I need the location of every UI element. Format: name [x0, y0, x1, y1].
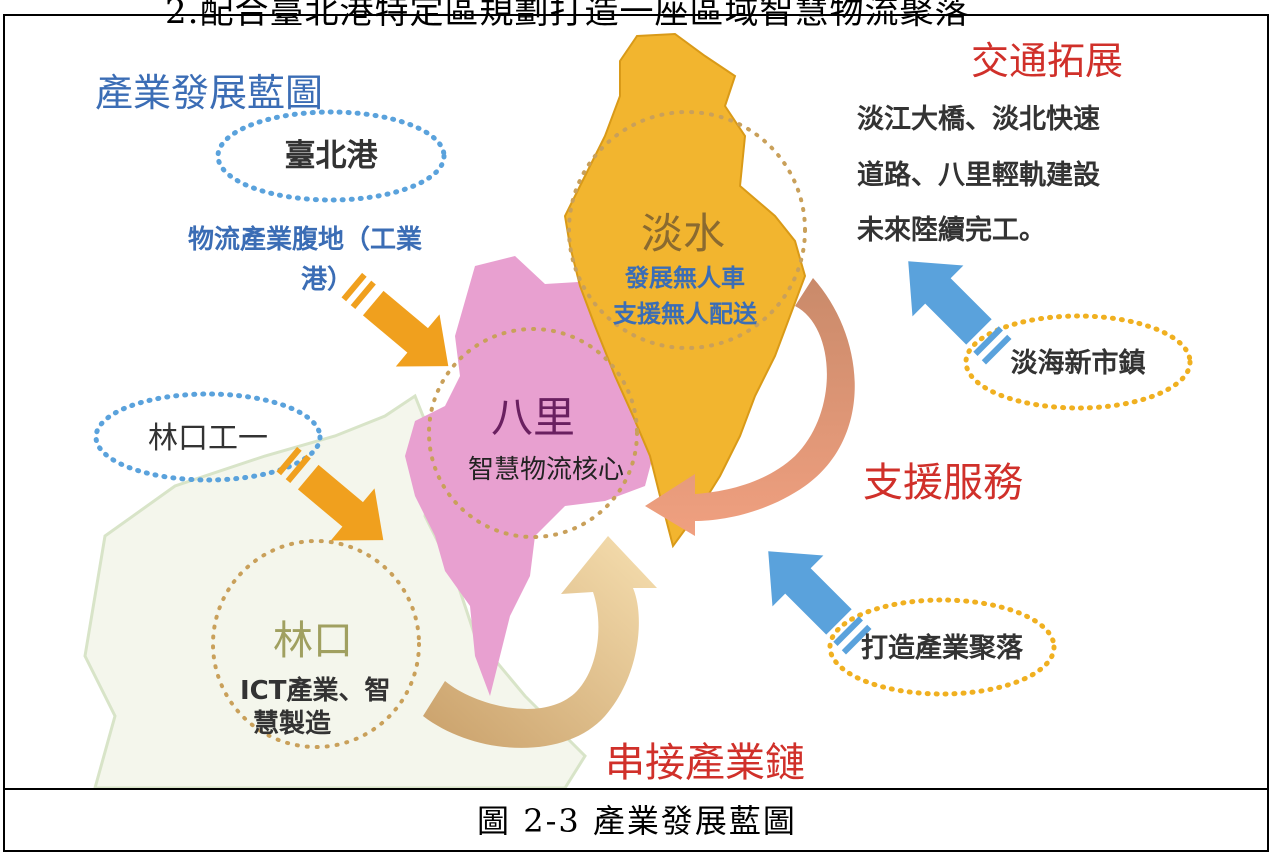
transport-title: 交通拓展	[971, 39, 1123, 83]
page-heading-partial: 2.配合臺北港特定區規劃打造一座區域智慧物流聚落	[165, 0, 970, 32]
tamsui-circle	[567, 110, 807, 350]
diagram-heading: 產業發展藍圖	[95, 71, 323, 115]
transport-line2: 道路、八里輕軌建設	[857, 159, 1101, 191]
linkou-name: 林口	[273, 618, 353, 664]
transport-line3: 未來陸續完工。	[857, 214, 1046, 246]
diagram-canvas: 產業發展藍圖 臺北港 物流產業腹地（工業 港） 林口工一 淡水 發展無人車 支援…	[5, 16, 1267, 790]
support-arrow	[645, 278, 855, 536]
linkou-zone-label: 林口工一	[148, 421, 268, 456]
port-oval	[215, 109, 447, 203]
linkou-circle	[211, 539, 421, 749]
figure-caption: 圖 2-3 產業發展藍圖	[477, 802, 797, 840]
support-label: 支援服務	[863, 460, 1023, 506]
transport-arrow	[908, 261, 1012, 365]
linkou-desc-line1: ICT產業、智	[240, 675, 391, 706]
bali-name: 八里	[491, 393, 575, 442]
transport-line1: 淡江大橋、淡北快速	[857, 104, 1100, 135]
port-to-bali-arrow	[341, 272, 449, 367]
tamsui-desc-line2: 支援無人配送	[613, 300, 758, 328]
new-town-oval	[963, 313, 1193, 411]
tamsui-desc-line1: 發展無人車	[624, 264, 745, 292]
bali-desc: 智慧物流核心	[468, 455, 624, 485]
linkou-desc-line2: 慧製造	[253, 709, 331, 739]
bali-landmass	[405, 256, 653, 696]
tamsui-name: 淡水	[641, 209, 725, 258]
caption-divider	[3, 788, 1269, 790]
port-note-line1: 物流產業腹地（工業	[188, 224, 422, 255]
bali-circle	[427, 327, 639, 539]
cluster-arrow	[768, 551, 872, 655]
port-label: 臺北港	[285, 138, 379, 174]
new-town-label: 淡海新市鎮	[1011, 347, 1146, 379]
chain-arrow	[423, 536, 657, 748]
figure-frame	[3, 14, 1269, 852]
port-note-line2: 港）	[301, 265, 353, 295]
chain-label: 串接產業鏈	[605, 740, 805, 786]
linkou-zone-oval	[93, 391, 323, 483]
cluster-label: 打造產業聚落	[861, 632, 1024, 664]
cluster-oval	[827, 597, 1057, 697]
zone-to-linkou-arrow	[276, 446, 384, 541]
industry-blueprint-diagram: 產業發展藍圖 臺北港 物流產業腹地（工業 港） 林口工一 淡水 發展無人車 支援…	[83, 32, 1193, 790]
